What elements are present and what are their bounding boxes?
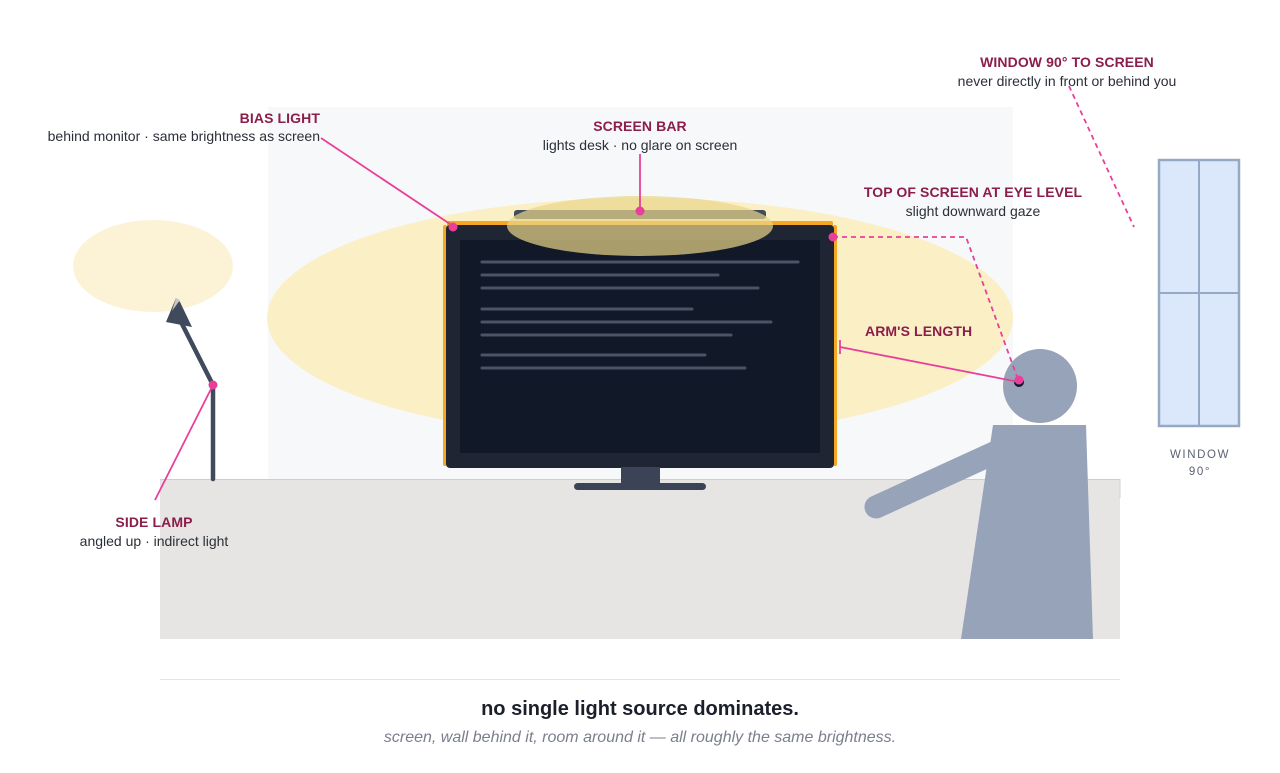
annotation-dots (208, 206, 1024, 390)
eye-level-subtitle: slight downward gaze (905, 203, 1041, 219)
window-leader (1068, 85, 1135, 228)
side-lamp-dot (208, 380, 218, 390)
caption-subtitle: screen, wall behind it, room around it —… (383, 729, 897, 746)
window-angle-subtitle: never directly in front or behind you (957, 73, 1177, 89)
person (864, 349, 1093, 639)
screen-bar-title: SCREEN BAR (593, 118, 687, 134)
monitor-screen (460, 240, 820, 453)
bias-light-dot (448, 222, 458, 232)
screen-bar-subtitle: lights desk · no glare on screen (542, 137, 738, 153)
annotation-leaders (154, 85, 1135, 501)
side-lamp-head (166, 298, 192, 327)
bias-light-subtitle: behind monitor · same brightness as scre… (47, 128, 320, 144)
bias-light-leader (320, 137, 454, 227)
side-lamp-arm (177, 317, 216, 388)
caption-title: no single light source dominates. (481, 698, 799, 720)
arms-length-leader (839, 346, 1020, 383)
screen-text-lines (480, 260, 800, 370)
side-lamp (166, 298, 216, 482)
arms-length-title: ARM'S LENGTH (865, 323, 973, 339)
monitor-neck (621, 467, 660, 484)
side-lamp-title: SIDE LAMP (115, 514, 193, 530)
eye-level-dot (828, 232, 838, 242)
person-arm (864, 436, 1017, 519)
caption-divider (160, 679, 1120, 680)
side-lamp-subtitle: angled up · indirect light (79, 533, 229, 549)
bias-light-title: BIAS LIGHT (239, 110, 320, 126)
person-head (1003, 349, 1077, 423)
desk (160, 479, 1120, 639)
side-lamp-glow (73, 220, 233, 312)
monitor-base (574, 483, 706, 490)
side-lamp-bulb (172, 298, 180, 311)
monitor (443, 221, 837, 490)
eye-level-leader (833, 236, 1020, 383)
window-caption-line1: WINDOW (1169, 449, 1231, 461)
screen-bar-glow (507, 196, 773, 256)
window-angle-title: WINDOW 90° TO SCREEN (980, 54, 1154, 70)
screen-bar-dot (635, 206, 645, 216)
eye-level-title: TOP OF SCREEN AT EYE LEVEL (863, 184, 1083, 200)
arms-length-dot (1014, 375, 1024, 385)
window (1157, 158, 1241, 428)
person-body (961, 425, 1093, 639)
side-lamp-leader (154, 384, 214, 501)
window-caption-line2: 90° (1188, 466, 1212, 478)
